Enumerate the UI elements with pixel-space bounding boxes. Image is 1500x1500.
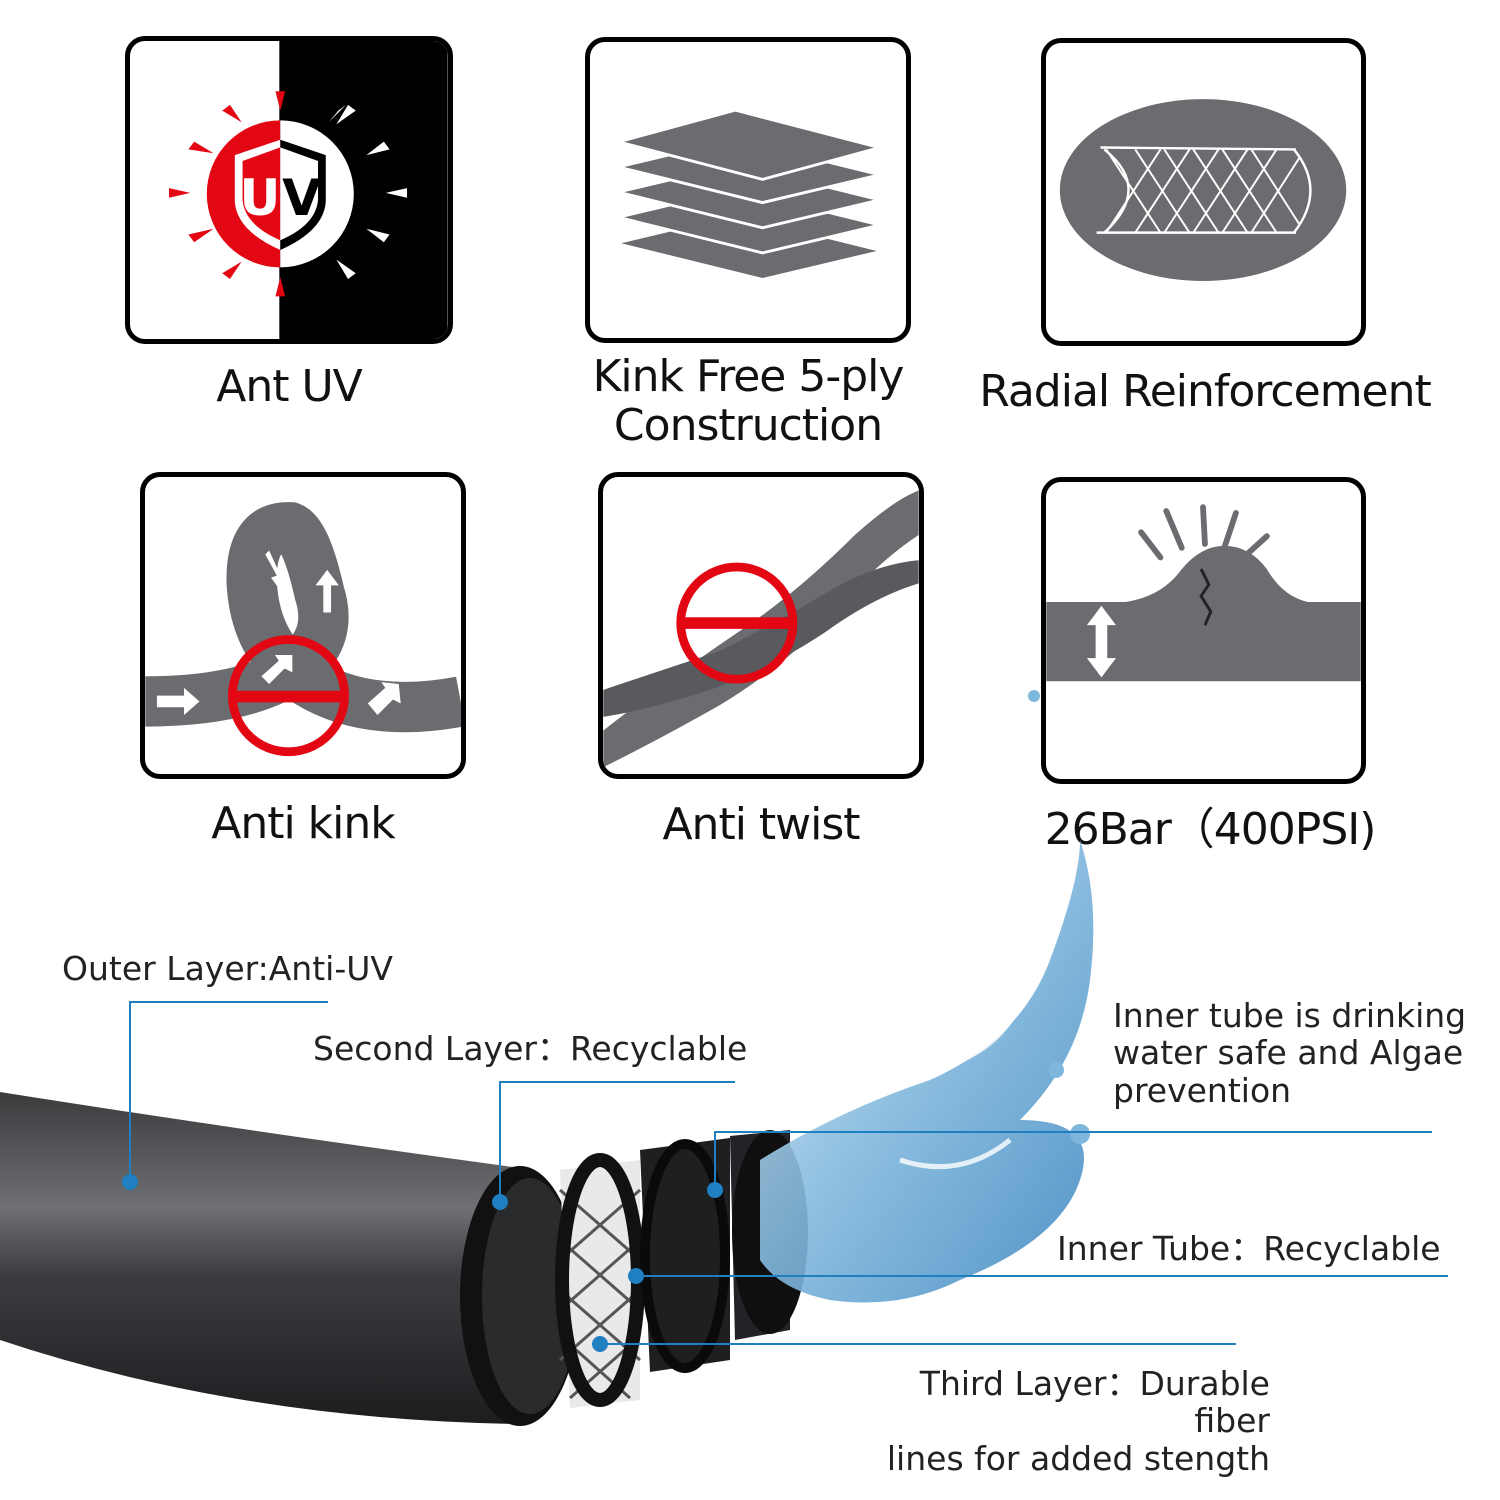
water-splash: [760, 840, 1094, 1303]
layers-stack-icon: [620, 111, 878, 279]
anti-kink-tile: [140, 472, 466, 779]
five-ply-tile: [585, 37, 911, 343]
feature-caption-radial: Radial Reinforcement: [979, 366, 1432, 417]
callout-second-layer: Second Layer：Recyclable: [313, 1029, 748, 1068]
hose-outer-layer: [0, 1092, 520, 1424]
feature-caption-anti-uv: Ant UV: [216, 361, 363, 412]
callout-inner-tube-safe: Inner tube is drinking water safe and Al…: [1113, 996, 1467, 1110]
pressure-tile: [1041, 477, 1366, 784]
feature-caption-pressure: 26Bar（400PSI): [1044, 804, 1377, 855]
radial-reinforcement-tile: [1041, 38, 1366, 346]
feature-caption-five-ply: Kink Free 5-ply Construction: [592, 351, 905, 452]
callout-outer-layer: Outer Layer:Anti-UV: [62, 949, 393, 988]
callout-leader-dots: [122, 1174, 723, 1352]
callout-inner-tube: Inner Tube：Recyclable: [1057, 1229, 1441, 1268]
uv-sun-shield-icon: U V: [169, 41, 448, 339]
uv-badge-u: U: [240, 168, 281, 227]
anti-uv-tile: U V: [125, 36, 453, 344]
twisted-hose-prohibited-icon: [603, 490, 919, 768]
callout-leader-lines: [129, 1001, 1448, 1345]
anti-twist-tile: [598, 472, 924, 779]
callout-third-layer: Third Layer：Durable fiber lines for adde…: [886, 1364, 1270, 1478]
hose-second-layer: [640, 1138, 730, 1372]
kinked-hose-prohibited-icon: [145, 502, 461, 757]
uv-badge-v: V: [282, 168, 321, 227]
feature-caption-anti-kink: Anti kink: [211, 798, 396, 849]
feature-caption-anti-twist: Anti twist: [662, 799, 860, 850]
mesh-reinforcement-icon: [1059, 99, 1347, 282]
pressure-bulge-icon: [1046, 504, 1361, 682]
hose-fiber-layer: [560, 1160, 640, 1408]
